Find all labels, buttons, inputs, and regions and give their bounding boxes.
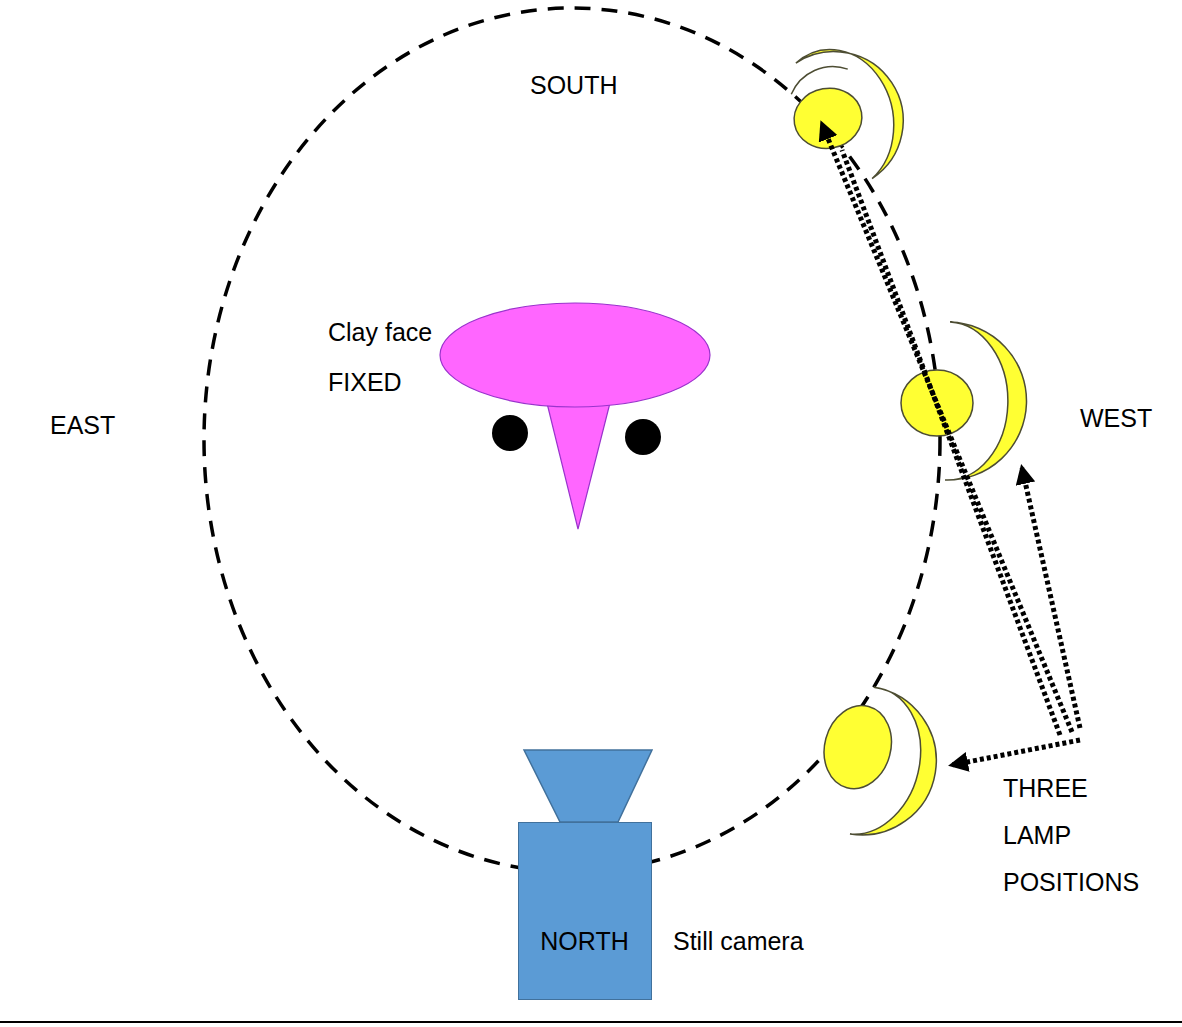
- pointer-arrows: [822, 124, 1080, 765]
- node-caption: Still camera: [673, 926, 804, 956]
- direction-label: WEST: [1080, 403, 1170, 433]
- lamp: [804, 678, 953, 851]
- direction-label: THREE LAMP POSITIONS: [1003, 765, 1151, 906]
- node-label: Clay face FIXED: [328, 307, 448, 407]
- node-label: NORTH: [540, 926, 628, 956]
- camera-body: NORTHStill camera: [518, 822, 652, 1000]
- direction-label: EAST: [50, 410, 150, 440]
- clay-face: Clay face FIXED: [440, 303, 710, 407]
- lamp: [901, 322, 1027, 480]
- rule-line: [0, 1021, 1182, 1023]
- clay-face-shape: [440, 303, 710, 407]
- lamp-orbit: [204, 8, 940, 872]
- direction-label: SOUTH: [530, 70, 650, 100]
- camera-lens: [524, 750, 652, 822]
